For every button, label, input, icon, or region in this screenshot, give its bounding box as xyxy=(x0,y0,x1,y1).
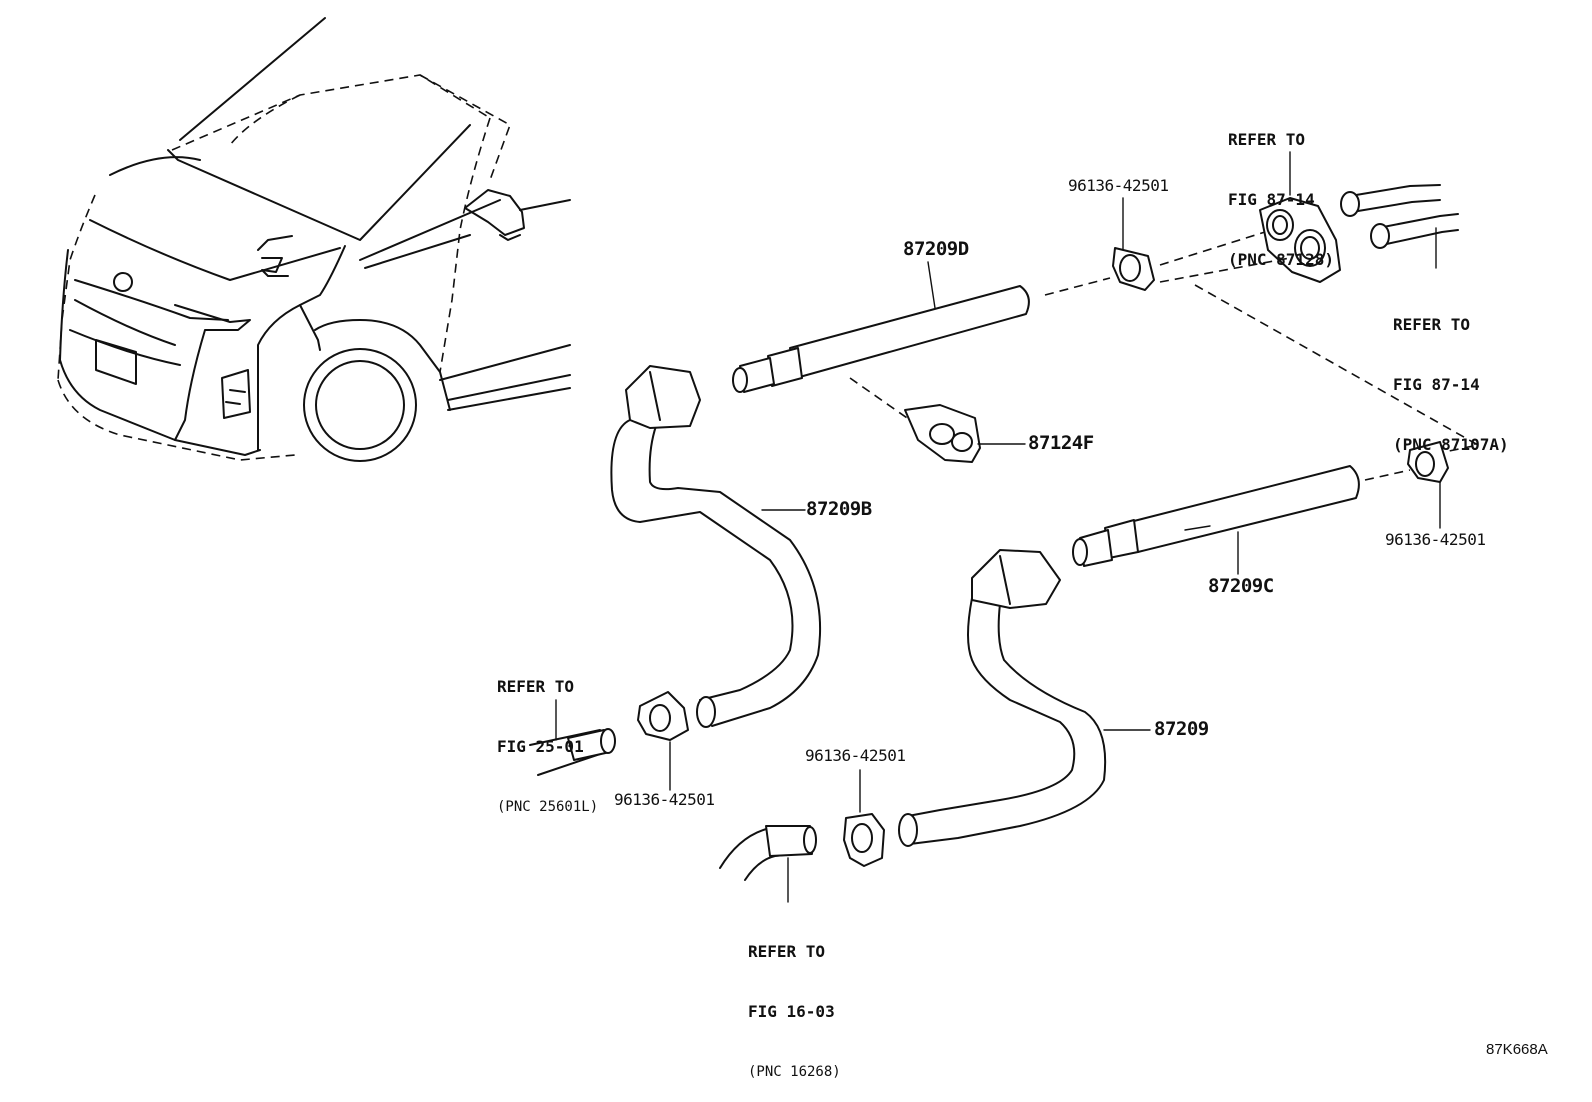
diagram-code: 87K668A xyxy=(1486,1041,1548,1058)
reference-fig-87-14-pnc-87107a: REFER TO FIG 87-14 (PNC 87107A) xyxy=(1393,315,1509,454)
part-label-87209b: 87209B xyxy=(806,498,872,520)
reference-fig-16-03: REFER TO FIG 16-03 (PNC 16268) xyxy=(748,942,841,1080)
part-label-87209d: 87209D xyxy=(903,238,969,260)
clip-label-left: 96136-42501 xyxy=(614,790,715,809)
pipe-25-01-and-clip xyxy=(529,691,689,791)
pipe-87209c xyxy=(1072,465,1360,575)
part-label-87209c: 87209C xyxy=(1208,575,1274,597)
clip-label-top: 96136-42501 xyxy=(1068,176,1169,195)
pipe-16-03-and-clip xyxy=(719,769,885,903)
vehicle-illustration xyxy=(57,17,571,462)
reference-fig-87-14-pnc-87128: REFER TO FIG 87-14 (PNC 87128) xyxy=(1228,130,1334,269)
clip-label-bottom: 96136-42501 xyxy=(805,746,906,765)
clip-label-right: 96136-42501 xyxy=(1385,530,1486,549)
clip-right xyxy=(1407,441,1449,529)
guide-lines xyxy=(849,231,1481,481)
reference-fig-25-01: REFER TO FIG 25-01 (PNC 25601L) xyxy=(497,677,599,815)
part-label-87124f: 87124F xyxy=(1028,432,1094,454)
part-label-87209: 87209 xyxy=(1154,718,1209,740)
pipe-87209d xyxy=(732,261,1030,393)
hose-87209 xyxy=(898,549,1151,847)
hose-87209b xyxy=(610,365,821,728)
bracket-87124f xyxy=(904,404,1026,463)
clip-top xyxy=(1112,197,1155,291)
heater-connector-assembly xyxy=(1259,151,1459,283)
